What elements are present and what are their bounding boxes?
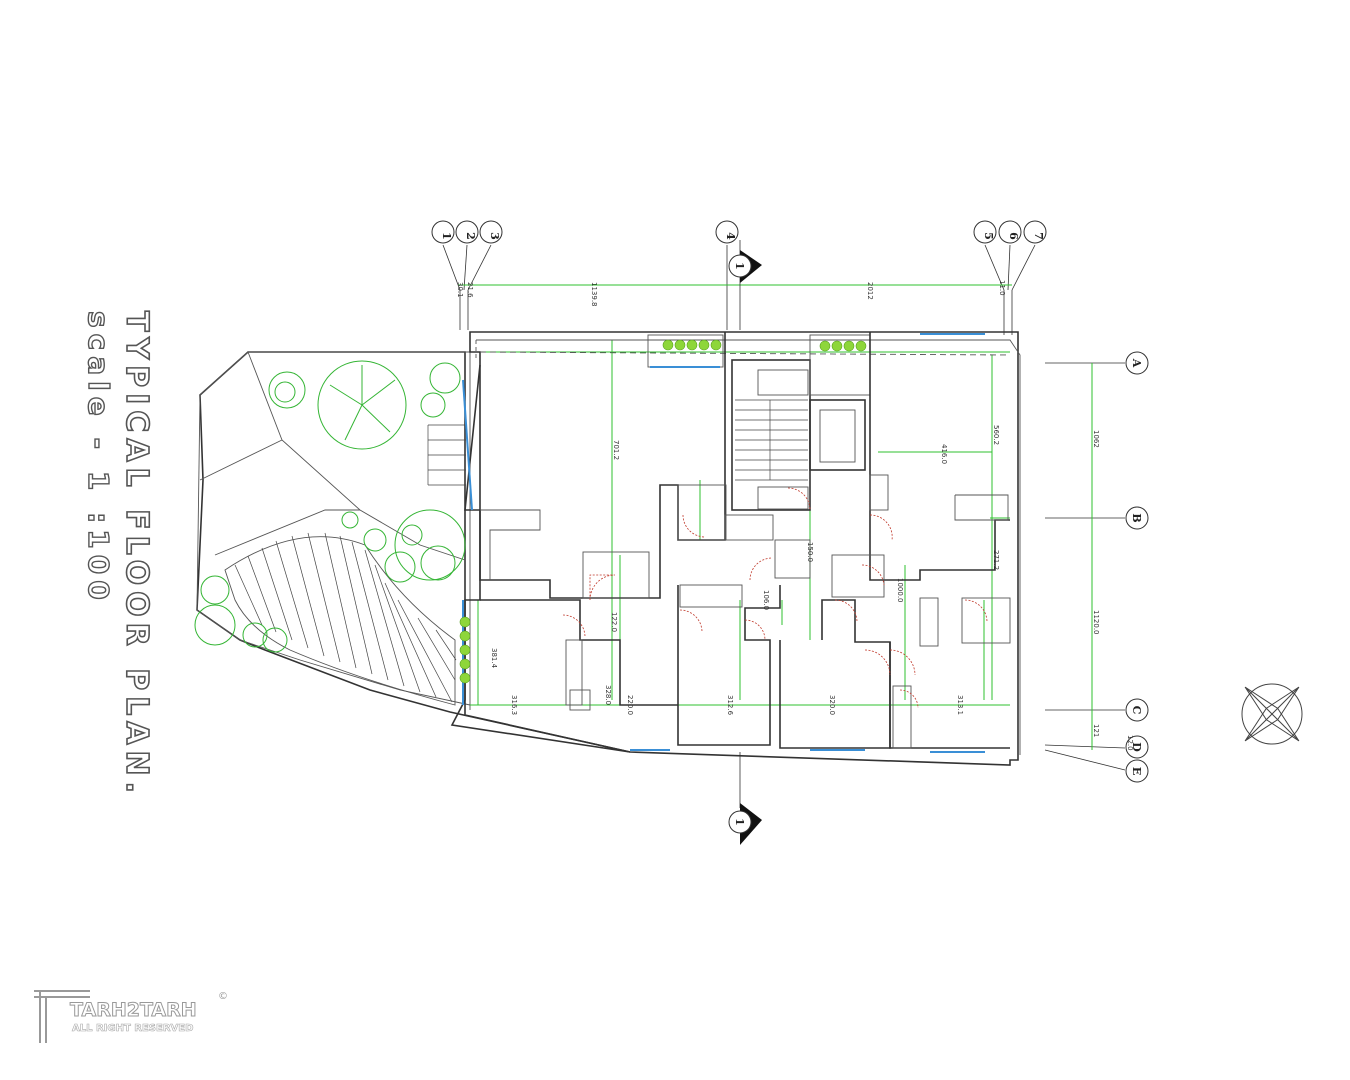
watermark-rights: ALL RIGHT RESERVED xyxy=(72,1023,194,1035)
dimension-labels: 30.1 21.6 1139.8 2012 11.0 1062 1120.0 1… xyxy=(456,280,1134,751)
grid-label-3: 3 xyxy=(488,232,501,240)
grid-axes-right: A B C D E xyxy=(1044,351,1149,783)
dim-label: 220.0 xyxy=(626,695,634,715)
grid-label-7: 7 xyxy=(1032,232,1045,240)
grid-bubble-A xyxy=(1125,351,1149,375)
door-swings xyxy=(562,487,988,709)
grid-axes-top: 1 2 3 4 5 6 7 xyxy=(431,220,1047,335)
dim-label: 106.0 xyxy=(762,590,770,610)
tree-icon xyxy=(384,509,466,583)
svg-text:1: 1 xyxy=(733,262,746,270)
tree-icon xyxy=(317,360,407,450)
dim-label: 1120.0 xyxy=(1092,610,1100,635)
dim-label: 150.0 xyxy=(806,542,814,562)
section-marker-icon: 1 xyxy=(728,240,762,330)
shrub-planters xyxy=(459,339,867,684)
section-marker-icon: 1 xyxy=(728,752,762,845)
grid-label-E: E xyxy=(1130,767,1143,775)
grid-bubble-D xyxy=(1125,735,1149,759)
dim-label: 320.0 xyxy=(828,695,836,715)
dim-label: 1062 xyxy=(1092,430,1100,448)
grid-label-6: 6 xyxy=(1007,232,1020,240)
grid-bubble-B xyxy=(1125,506,1149,530)
dim-label: 381.4 xyxy=(490,648,498,669)
dimension-lines xyxy=(458,284,1093,750)
dim-label: 271.2 xyxy=(992,550,1000,570)
landscape-area xyxy=(194,351,631,753)
watermark-brand: TARH2TARH xyxy=(70,999,198,1022)
grid-label-1: 1 xyxy=(440,232,453,240)
grid-label-C: C xyxy=(1130,706,1143,715)
dim-label: 11.0 xyxy=(998,280,1006,296)
dim-label: 12.0 xyxy=(1126,735,1134,751)
tree-icon xyxy=(341,511,423,552)
tree-icon xyxy=(268,371,306,409)
dim-label: 1000.0 xyxy=(896,578,904,603)
grid-label-4: 4 xyxy=(724,232,737,240)
grid-label-2: 2 xyxy=(464,232,477,240)
grid-bubble-7 xyxy=(1023,220,1047,244)
svg-text:1: 1 xyxy=(733,818,746,826)
grid-bubble-E xyxy=(1125,759,1149,783)
dim-label: 30.1 xyxy=(456,282,464,298)
dim-label: 560.2 xyxy=(992,425,1000,445)
dim-label: 416.0 xyxy=(940,444,948,464)
watermark-copyright: © xyxy=(218,991,228,1002)
glazing xyxy=(462,333,985,753)
dim-label: 313.1 xyxy=(956,695,964,715)
dim-label: 21.6 xyxy=(466,282,474,298)
building-walls xyxy=(464,331,1021,766)
dim-label: 121 xyxy=(1092,724,1100,737)
grid-bubble-6 xyxy=(998,220,1022,244)
grid-label-5: 5 xyxy=(982,232,995,240)
dim-label: 328.0 xyxy=(604,685,612,705)
tree-icon xyxy=(194,575,288,653)
dim-label: 122.0 xyxy=(610,612,618,632)
grid-bubble-3 xyxy=(479,220,503,244)
grid-bubble-4 xyxy=(715,220,739,244)
grid-label-D: D xyxy=(1130,742,1143,752)
tree-icon xyxy=(420,362,461,418)
grid-bubble-C xyxy=(1125,698,1149,722)
dim-label: 701.2 xyxy=(612,440,620,460)
north-arrow-icon xyxy=(1241,683,1303,745)
grid-bubble-2 xyxy=(455,220,479,244)
dim-label: 1139.8 xyxy=(590,282,598,307)
grid-bubble-5 xyxy=(973,220,997,244)
dim-label: 316.3 xyxy=(510,695,518,715)
watermark-logo-icon xyxy=(34,990,90,1043)
watermark: TARH2TARH © ALL RIGHT RESERVED xyxy=(30,985,240,1055)
grid-label-A: A xyxy=(1130,358,1143,368)
dim-label: 312.6 xyxy=(726,695,734,716)
dim-label: 2012 xyxy=(866,282,874,300)
grid-label-B: B xyxy=(1130,513,1143,522)
grid-bubble-1 xyxy=(431,220,455,244)
